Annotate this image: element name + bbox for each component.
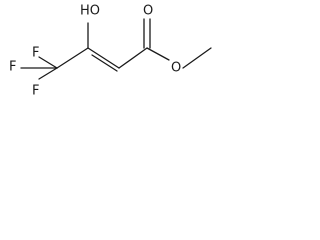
bond-c2-to-c1 [118, 47, 148, 69]
bond-c1-to-ester-oxygen [146, 47, 170, 61]
bond-cf3-top [38, 56, 58, 69]
atom-label-carbonyl-oxygen: O [143, 4, 153, 19]
bond-ester-oxygen-to-methyl [182, 47, 212, 69]
bond-c3-to-c2 [87, 47, 120, 69]
bond-c3-to-c2-double [91, 54, 118, 72]
atom-label-fluorine-left: F [9, 60, 16, 75]
chemical-structure: HO O O F F F [9, 4, 212, 99]
bond-cf3-bottom [38, 67, 58, 80]
bond-cf3-to-c3 [56, 47, 89, 69]
atom-label-fluorine-top: F [32, 46, 39, 61]
atom-label-ester-oxygen: O [171, 61, 181, 76]
atom-label-hydroxyl: HO [80, 4, 100, 19]
atom-label-fluorine-bottom: F [32, 84, 39, 99]
